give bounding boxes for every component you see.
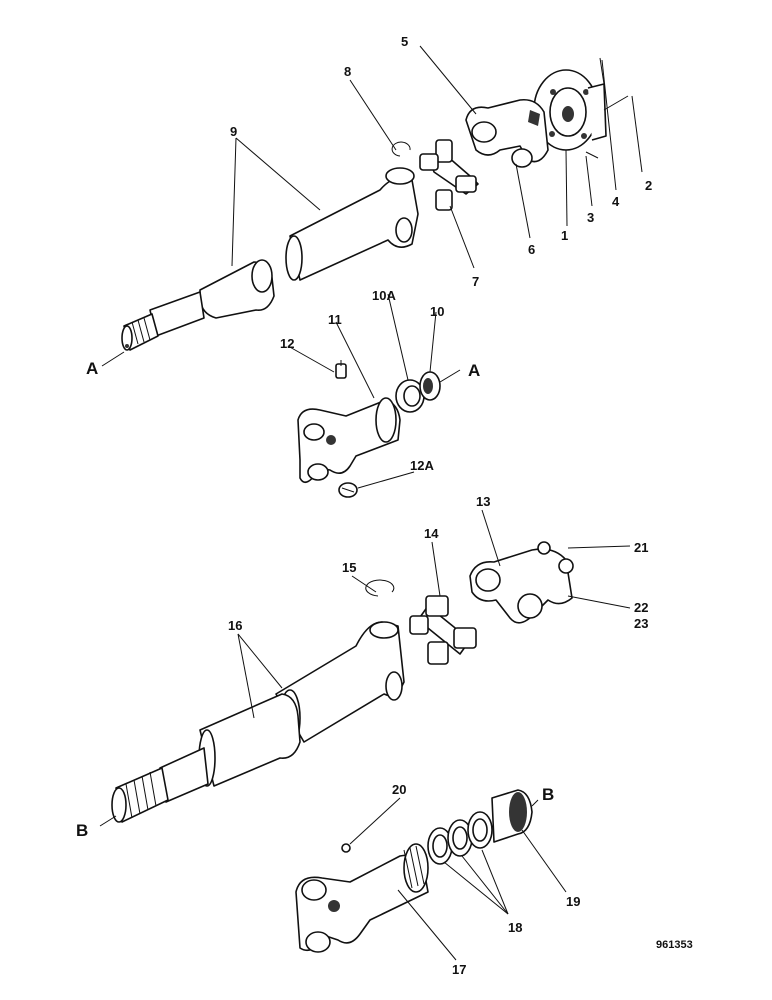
callout-1: 1: [561, 228, 568, 243]
callout-4: 4: [612, 194, 620, 209]
figure-reference-number: 961353: [656, 939, 693, 951]
top-shaft-assembly: [121, 57, 629, 351]
callout-3: 3: [587, 210, 594, 225]
companion-flange: [533, 69, 607, 151]
callout-10: 10: [430, 304, 444, 319]
lower-sleeve-yoke: [295, 843, 429, 953]
circlip: [391, 141, 411, 157]
lower-shaft-assembly: [111, 541, 574, 953]
callout-9: 9: [230, 124, 237, 139]
grease-plug: [341, 843, 351, 853]
callout-12a: 12A: [410, 458, 434, 473]
splined-shaft-sleeve: [121, 259, 275, 351]
callout-6: 6: [528, 242, 535, 257]
callout-20: 20: [392, 782, 406, 797]
slip-yoke-tube: [285, 167, 419, 281]
connector-b-right: B: [542, 785, 554, 804]
callout-19: 19: [566, 894, 580, 909]
seal-washers: [427, 811, 493, 865]
connector-a-mid: A: [468, 361, 480, 380]
callout-5: 5: [401, 34, 408, 49]
callout-18: 18: [508, 920, 522, 935]
lower-splined-shaft-sleeve: [111, 693, 301, 823]
lower-circlip: [365, 579, 395, 597]
felt-washer: [419, 371, 441, 401]
lower-dust-cap: [491, 789, 533, 843]
callout-14: 14: [424, 526, 439, 541]
callout-15: 15: [342, 560, 356, 575]
connector-b-left: B: [76, 821, 88, 840]
callout-16: 16: [228, 618, 242, 633]
plug: [338, 482, 358, 498]
callout-11: 11: [328, 312, 342, 327]
callout-8: 8: [344, 64, 351, 79]
universal-joint-cross: [419, 139, 479, 211]
callout-12: 12: [280, 336, 294, 351]
middle-yoke-assembly: [297, 360, 441, 498]
flange-yoke: [465, 98, 549, 168]
grease-nipple: [335, 360, 347, 379]
callout-7: 7: [472, 274, 479, 289]
callout-21: 21: [634, 540, 648, 555]
lower-flange-yoke: [469, 541, 574, 624]
callout-23: 23: [634, 616, 648, 631]
callout-labels: 1 2 3 4 5 6 7 8 9 10A 10 11 12 12A 13 14…: [76, 34, 693, 977]
sleeve-yoke: [297, 397, 401, 484]
callout-22: 22: [634, 600, 648, 615]
callout-17: 17: [452, 962, 466, 977]
leader-lines: [99, 45, 643, 961]
callout-2: 2: [645, 178, 652, 193]
lower-universal-joint-cross: [409, 595, 477, 665]
connector-a-top: A: [86, 359, 98, 378]
callout-13: 13: [476, 494, 490, 509]
callout-10a: 10A: [372, 288, 396, 303]
